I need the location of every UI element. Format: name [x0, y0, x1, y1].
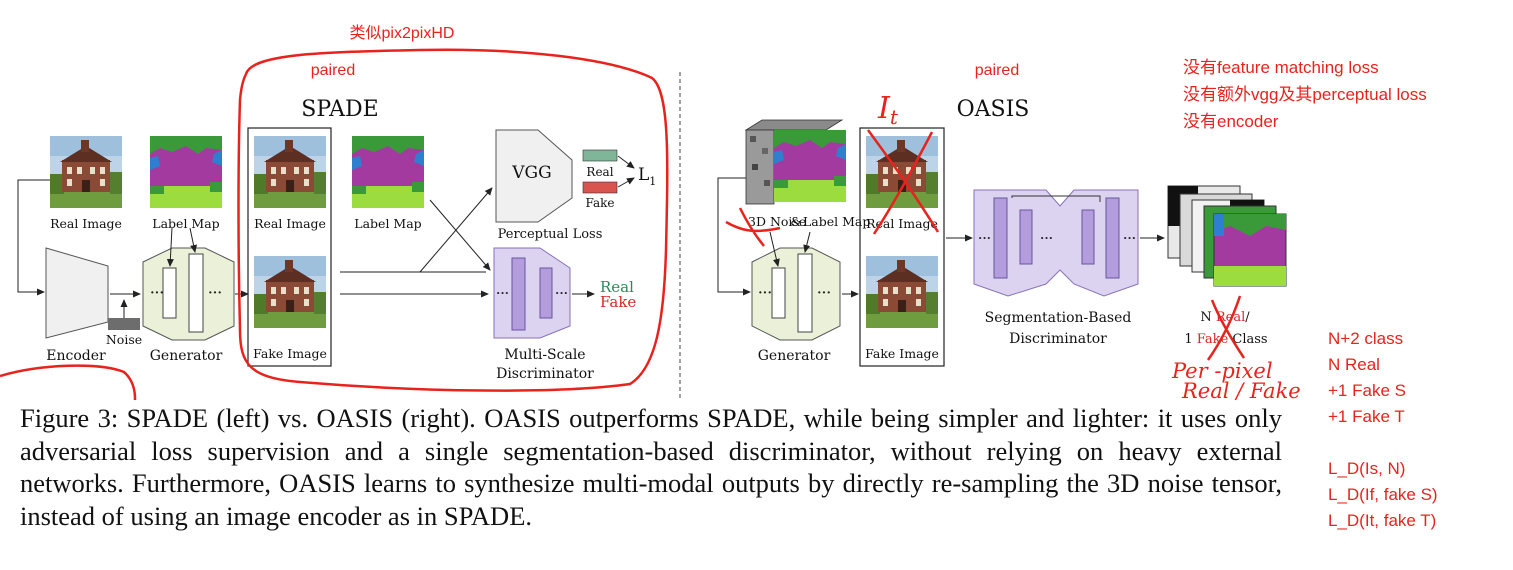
loss-notes: N+2 class N Real +1 Fake S +1 Fake T L_D… [1328, 326, 1438, 534]
note-fake-t: +1 Fake T [1328, 407, 1405, 426]
oasis-title: OASIS [957, 97, 1030, 122]
spade-real-image-thumb [50, 136, 122, 208]
multiscale-disc-label-1: Multi-Scale [504, 347, 585, 363]
noise-label: Noise [106, 332, 142, 347]
svg-text:&: & [790, 214, 801, 229]
note-spacer [1328, 430, 1438, 456]
spade-fake-image-label: Fake Image [253, 346, 327, 361]
spade-out-real: Real [600, 278, 634, 296]
class-count-label-1: N Real/ [1200, 310, 1250, 325]
note-ld-is: L_D(Is, N) [1328, 459, 1406, 478]
svg-text:Fake: Fake [585, 196, 614, 210]
seg-disc-label-2: Discriminator [1009, 331, 1107, 347]
spade-box-label-map [352, 136, 424, 208]
segmentation-discriminator-block [973, 189, 1139, 297]
svg-text:···: ··· [208, 286, 222, 301]
vgg-block [495, 129, 573, 223]
svg-text:···: ··· [1040, 230, 1053, 245]
spade-title: SPADE [301, 97, 378, 122]
encoder-label: Encoder [46, 348, 106, 364]
spade-image-box [247, 127, 332, 367]
real-fake-cross-out [1206, 295, 1246, 361]
note-no-encoder: 没有encoder [1183, 112, 1279, 131]
figure-label-hand-outline [0, 364, 137, 400]
spade-hand-outline [237, 48, 669, 392]
svg-text:···: ··· [555, 285, 568, 300]
vgg-real-legend-swatch [582, 149, 618, 162]
architecture-diagram: 类似pix2pixHD paired SPADE Real Image Labe… [0, 24, 1427, 400]
spade-label-map-thumb [150, 136, 222, 208]
oasis-real-image-thumb [866, 136, 938, 208]
spade-fake-image-thumb [254, 256, 326, 328]
oasis-label-map-label: Label Map [803, 214, 870, 229]
svg-text:···: ··· [817, 286, 831, 301]
note-no-vgg: 没有额外vgg及其perceptual loss [1183, 85, 1427, 104]
spade-real-image-label: Real Image [50, 216, 122, 231]
oasis-image-box [859, 127, 945, 367]
noise-cross-out [725, 207, 781, 247]
perceptual-loss-label: Perceptual Loss [498, 227, 603, 242]
vgg-fake-legend-swatch [582, 181, 618, 194]
real-to-encoder-arrow [17, 179, 50, 296]
spade-box-label-map-label: Label Map [354, 216, 421, 231]
oasis-fake-image-thumb [866, 256, 938, 328]
per-pixel-note-1: Per -pixel [1171, 359, 1273, 383]
oasis-generator-label: Generator [758, 348, 831, 364]
spade-label-map-label: Label Map [152, 216, 219, 231]
spade-paired-note: paired [311, 62, 355, 79]
spade-generator-label: Generator [150, 348, 223, 364]
svg-text:···: ··· [1123, 230, 1136, 245]
note-no-feature-matching: 没有feature matching loss [1183, 58, 1379, 77]
seg-disc-label-1: Segmentation-Based [985, 310, 1132, 326]
class-count-label-2: 1 Fake Class [1184, 332, 1267, 347]
oasis-paired-note: paired [975, 62, 1019, 79]
svg-text:···: ··· [496, 285, 509, 300]
svg-text:Real: Real [586, 165, 613, 179]
vgg-label: VGG [511, 163, 551, 183]
note-ld-if: L_D(If, fake S) [1328, 485, 1438, 504]
note-n2-class: N+2 class [1328, 329, 1404, 348]
encoder-block [45, 247, 109, 339]
it-annotation: It [877, 91, 899, 129]
figure-caption: Figure 3: SPADE (left) vs. OASIS (right)… [20, 403, 1282, 531]
note-ld-it: L_D(It, fake T) [1328, 511, 1437, 530]
svg-text:···: ··· [758, 286, 772, 301]
spade-out-fake: Fake [600, 293, 636, 311]
svg-text:···: ··· [150, 286, 164, 301]
note-fake-s: +1 Fake S [1328, 381, 1406, 400]
l1-label: L1 [638, 165, 656, 188]
real-image-cross-out [866, 129, 940, 235]
oasis-label-map-thumb [774, 130, 846, 202]
spade-box-real-label: Real Image [254, 216, 326, 231]
multiscale-disc-label-2: Discriminator [496, 366, 594, 382]
spade-like-note: 类似pix2pixHD [350, 24, 455, 42]
note-n-real: N Real [1328, 355, 1380, 374]
svg-text:···: ··· [978, 230, 991, 245]
oasis-fake-image-label: Fake Image [865, 346, 939, 361]
oasis-noise-label: 3D Noise [748, 214, 806, 229]
noise-block [108, 318, 140, 330]
per-pixel-note-2: Real / Fake [1181, 379, 1301, 400]
